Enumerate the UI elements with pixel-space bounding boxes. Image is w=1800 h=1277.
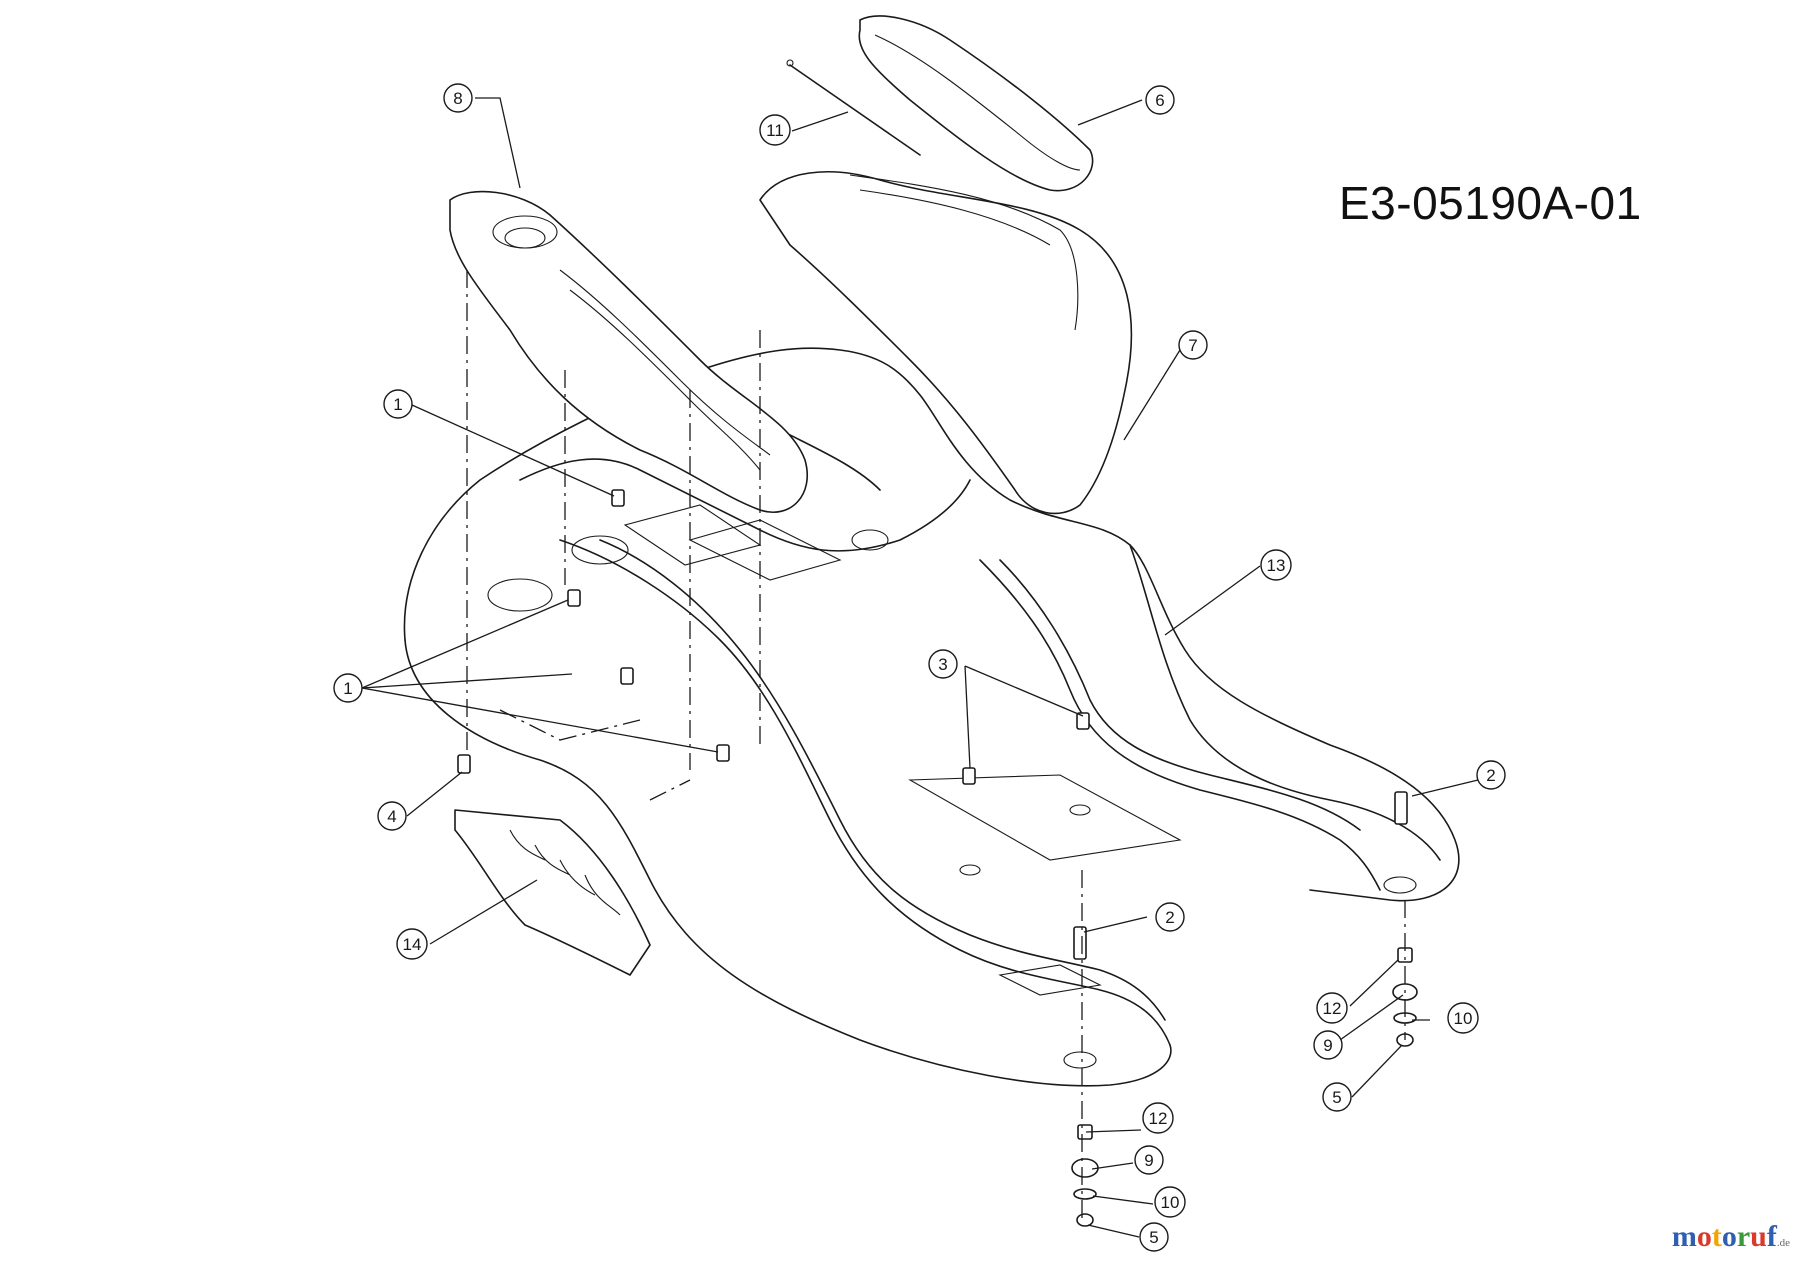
body-fender-outline bbox=[403, 347, 1460, 1087]
svg-text:7: 7 bbox=[1188, 336, 1197, 355]
svg-text:10: 10 bbox=[1454, 1009, 1473, 1028]
watermark-letters: motoruf bbox=[1672, 1220, 1777, 1253]
callout-3: 3 bbox=[928, 649, 958, 679]
callout-10b: 10 bbox=[1154, 1186, 1186, 1218]
svg-text:11: 11 bbox=[766, 121, 784, 140]
watermark-letter: m bbox=[1671, 1220, 1697, 1253]
svg-text:4: 4 bbox=[387, 807, 396, 826]
svg-text:9: 9 bbox=[1144, 1151, 1153, 1170]
drawing-code: E3-05190A-01 bbox=[1339, 177, 1642, 229]
svg-text:12: 12 bbox=[1323, 999, 1342, 1018]
callout-2b: 2 bbox=[1155, 902, 1185, 932]
fasteners bbox=[457, 489, 1418, 1227]
watermark-suffix: .de bbox=[1776, 1237, 1790, 1249]
svg-text:1: 1 bbox=[393, 395, 402, 414]
assembly-lines bbox=[466, 270, 1406, 1220]
svg-text:14: 14 bbox=[403, 935, 422, 954]
svg-text:13: 13 bbox=[1267, 556, 1286, 575]
callout-leaders bbox=[361, 97, 1479, 1238]
callout-9b: 9 bbox=[1134, 1145, 1164, 1175]
watermark-letter: f bbox=[1766, 1220, 1777, 1253]
watermark-letter: u bbox=[1750, 1220, 1767, 1253]
callout-5b: 5 bbox=[1139, 1222, 1169, 1252]
watermark-letter: r bbox=[1736, 1220, 1751, 1253]
right-console bbox=[759, 171, 1133, 515]
svg-text:8: 8 bbox=[453, 89, 462, 108]
svg-text:9: 9 bbox=[1323, 1036, 1332, 1055]
callout-12b: 12 bbox=[1142, 1102, 1174, 1134]
callout-14: 14 bbox=[396, 928, 428, 960]
console-lid bbox=[858, 15, 1094, 192]
svg-text:12: 12 bbox=[1149, 1109, 1168, 1128]
callout-7: 7 bbox=[1178, 330, 1208, 360]
left-console bbox=[449, 190, 808, 513]
svg-text:5: 5 bbox=[1149, 1228, 1158, 1247]
svg-text:6: 6 bbox=[1155, 91, 1164, 110]
svg-text:2: 2 bbox=[1165, 908, 1174, 927]
callout-13: 13 bbox=[1260, 549, 1292, 581]
callout-8: 8 bbox=[443, 83, 473, 113]
svg-text:1: 1 bbox=[343, 679, 352, 698]
callout-1b: 1 bbox=[333, 673, 363, 703]
callout-10a: 10 bbox=[1447, 1002, 1479, 1034]
callout-1a: 1 bbox=[383, 389, 413, 419]
callout-6: 6 bbox=[1145, 85, 1175, 115]
callout-9a: 9 bbox=[1313, 1030, 1343, 1060]
hinge-rod bbox=[786, 59, 921, 156]
watermark-letter: o bbox=[1721, 1220, 1737, 1253]
rear-plate bbox=[454, 809, 651, 976]
watermark-letter: o bbox=[1696, 1220, 1712, 1253]
callout-5a: 5 bbox=[1322, 1082, 1352, 1112]
callout-12a: 12 bbox=[1316, 992, 1348, 1024]
watermark-logo: motoruf.de bbox=[1672, 1220, 1790, 1254]
svg-text:3: 3 bbox=[938, 655, 947, 674]
watermark-letter: t bbox=[1711, 1220, 1722, 1253]
svg-text:10: 10 bbox=[1161, 1193, 1180, 1212]
callout-4: 4 bbox=[377, 801, 407, 831]
callout-2a: 2 bbox=[1476, 760, 1506, 790]
svg-text:5: 5 bbox=[1332, 1088, 1341, 1107]
callout-11: 11 bbox=[759, 114, 791, 146]
svg-text:2: 2 bbox=[1486, 766, 1495, 785]
